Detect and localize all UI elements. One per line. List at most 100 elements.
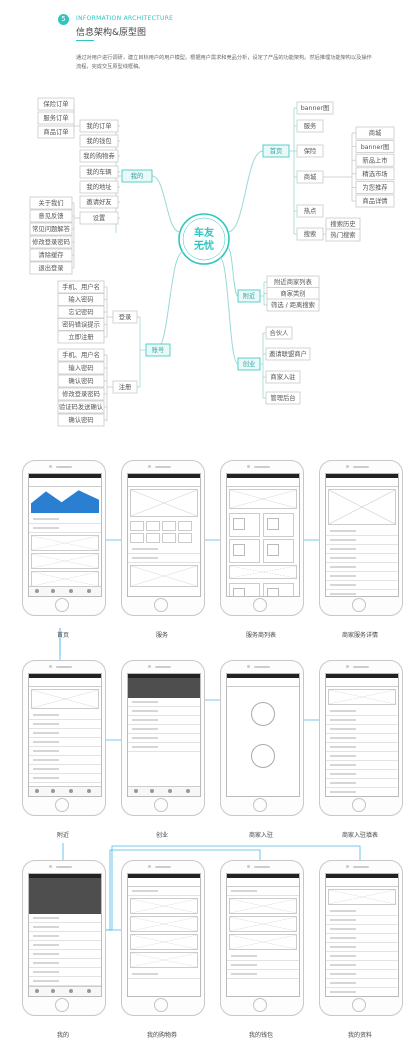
option-circle[interactable] — [251, 744, 275, 768]
list-row[interactable] — [326, 916, 398, 925]
shouye-item-2: 保险 — [296, 144, 324, 158]
list-row[interactable] — [326, 979, 398, 988]
list-row[interactable] — [29, 765, 101, 774]
list-row[interactable] — [29, 950, 101, 959]
settings-item-5: 退出登录 — [29, 261, 73, 275]
chuangye-item-2: 商家入驻 — [265, 370, 301, 384]
provider-card[interactable] — [263, 539, 294, 563]
list-row[interactable] — [29, 774, 101, 783]
camera-dot — [148, 465, 151, 468]
phone-nearby — [22, 660, 106, 816]
svg-text:服务订单: 服务订单 — [43, 113, 68, 122]
list-row[interactable] — [227, 970, 299, 979]
list-row[interactable] — [128, 725, 200, 734]
screen-caption: 商家服务详情 — [341, 632, 378, 639]
list-row[interactable] — [128, 743, 200, 752]
list-row[interactable] — [326, 554, 398, 563]
home-button-icon — [352, 798, 366, 812]
svg-text:我的车辆: 我的车辆 — [86, 167, 111, 176]
list-row[interactable] — [29, 524, 101, 533]
list-row[interactable] — [29, 711, 101, 720]
settings-item-2: 常见问题解答 — [29, 222, 73, 236]
list-row[interactable] — [326, 907, 398, 916]
list-row[interactable] — [128, 716, 200, 725]
camera-dot — [346, 465, 349, 468]
list-row[interactable] — [326, 707, 398, 716]
branch-zhanghao: 账号 — [145, 343, 171, 357]
list-row[interactable] — [326, 572, 398, 581]
list-row[interactable] — [326, 925, 398, 934]
provider-card[interactable] — [229, 583, 260, 596]
list-row[interactable] — [29, 959, 101, 968]
list-row[interactable] — [326, 527, 398, 536]
svg-text:邀请联盟商户: 邀请联盟商户 — [269, 349, 307, 358]
login-item-0: 手机、用户名 — [57, 280, 105, 294]
list-row[interactable] — [326, 988, 398, 996]
provider-card[interactable] — [229, 513, 260, 537]
list-row[interactable] — [227, 952, 299, 961]
list-row[interactable] — [326, 952, 398, 961]
list-row[interactable] — [326, 545, 398, 554]
svg-text:商家入驻: 商家入驻 — [270, 372, 296, 381]
settings-item-4: 清除缓存 — [29, 248, 73, 262]
provider-card[interactable] — [263, 583, 294, 596]
list-row[interactable] — [326, 581, 398, 590]
mall-item-5: 商品详情 — [355, 194, 395, 208]
list-row[interactable] — [29, 977, 101, 986]
svg-text:搜索历史: 搜索历史 — [330, 219, 356, 228]
list-row[interactable] — [326, 536, 398, 545]
list-row[interactable] — [29, 515, 101, 524]
list-row[interactable] — [128, 554, 200, 563]
home-button-icon — [55, 798, 69, 812]
shouye-item-4: 热点 — [296, 204, 324, 218]
list-row[interactable] — [128, 707, 200, 716]
list-row[interactable] — [326, 770, 398, 779]
screen-caption: 我的钱包 — [248, 1032, 273, 1039]
list-row[interactable] — [326, 788, 398, 796]
list-row[interactable] — [326, 970, 398, 979]
list-row[interactable] — [326, 934, 398, 943]
list-row[interactable] — [128, 970, 200, 979]
svg-text:清除缓存: 清除缓存 — [38, 250, 64, 259]
branch-wode: 我的 — [121, 169, 153, 183]
fujin-item-0: 附近商家列表 — [266, 275, 320, 289]
list-row[interactable] — [326, 743, 398, 752]
list-row[interactable] — [29, 914, 101, 923]
phone-merchant-join — [220, 660, 304, 816]
list-row[interactable] — [29, 923, 101, 932]
banner-image[interactable] — [31, 490, 99, 513]
svg-text:意见反馈: 意见反馈 — [38, 211, 64, 220]
list-row[interactable] — [29, 729, 101, 738]
list-row[interactable] — [29, 720, 101, 729]
camera-dot — [346, 665, 349, 668]
speaker-slot — [56, 466, 72, 468]
svg-text:新品上市: 新品上市 — [362, 155, 387, 164]
list-row[interactable] — [326, 563, 398, 572]
list-row[interactable] — [326, 752, 398, 761]
list-row[interactable] — [326, 779, 398, 788]
list-row[interactable] — [29, 932, 101, 941]
provider-card[interactable] — [229, 539, 260, 563]
list-row[interactable] — [326, 716, 398, 725]
list-row[interactable] — [326, 725, 398, 734]
list-row[interactable] — [29, 968, 101, 977]
home-button-icon — [253, 598, 267, 612]
screen-merchant-join — [226, 673, 300, 797]
list-row[interactable] — [29, 738, 101, 747]
list-row[interactable] — [128, 698, 200, 707]
list-row[interactable] — [29, 747, 101, 756]
list-row[interactable] — [326, 961, 398, 970]
list-row[interactable] — [29, 756, 101, 765]
list-row[interactable] — [326, 943, 398, 952]
list-row[interactable] — [326, 590, 398, 596]
list-row[interactable] — [326, 734, 398, 743]
list-row[interactable] — [29, 941, 101, 950]
option-circle[interactable] — [251, 702, 275, 726]
list-row[interactable] — [128, 734, 200, 743]
mall-item-0: 商城 — [355, 126, 395, 140]
list-row[interactable] — [227, 961, 299, 970]
phone-my-profile — [319, 860, 403, 1016]
list-row[interactable] — [326, 761, 398, 770]
list-row[interactable] — [128, 545, 200, 554]
provider-card[interactable] — [263, 513, 294, 537]
